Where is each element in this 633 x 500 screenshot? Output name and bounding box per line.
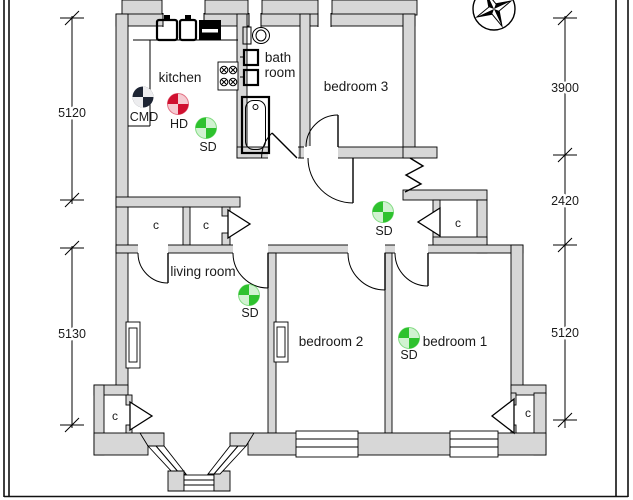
carbon-monoxide-detector-icon <box>132 86 154 108</box>
room-label-kitchen: kitchen <box>159 70 202 85</box>
dimension-left-top <box>60 10 84 208</box>
hd-detector-label: HD <box>170 117 188 131</box>
wash-basin <box>240 48 260 87</box>
sd-detector-label: SD <box>241 306 258 320</box>
toilet <box>242 26 270 45</box>
room-label-bedroom2: bedroom 2 <box>299 334 364 349</box>
bedroom2-window <box>295 430 359 458</box>
bedroom2-radiator-niche <box>273 321 289 363</box>
smoke-detector-icon-kitchen <box>195 117 217 139</box>
living-room-door-arc <box>232 252 269 289</box>
entrance-door <box>404 157 425 193</box>
living-room-radiator-niche <box>125 321 141 369</box>
dimension-value-left-top: 5120 <box>58 106 86 120</box>
sd-detector-label: SD <box>199 140 216 154</box>
closet-label: c <box>153 218 159 232</box>
bathroom-door-arc <box>261 132 273 159</box>
room-label-bedroom3: bedroom 3 <box>324 79 389 94</box>
dimension-left-bottom <box>60 240 84 433</box>
hall-door-arc <box>307 157 354 204</box>
closet-door-arc <box>137 252 169 284</box>
dimensions-layer <box>60 10 577 433</box>
sd-detector-label: SD <box>400 348 417 362</box>
sd-detector-label: SD <box>375 224 392 238</box>
bathtub <box>240 95 271 155</box>
hall-closet-door <box>416 206 441 238</box>
doors-layer <box>129 114 515 435</box>
smoke-detector-icon-hall <box>372 201 394 223</box>
bedroom2-door-arc <box>347 252 386 291</box>
bay-window <box>139 432 255 492</box>
stove <box>199 20 221 40</box>
dimension-value-right-middle: 2420 <box>551 194 579 208</box>
heat-detector-icon <box>167 93 189 115</box>
smoke-detector-icon-bedroom1 <box>398 327 420 349</box>
dimension-value-left-bottom: 5130 <box>58 327 86 341</box>
smoke-detector-icon-living <box>238 284 260 306</box>
closet-label: c <box>525 406 531 420</box>
walls-layer <box>93 0 547 456</box>
closet-label: c <box>203 218 209 232</box>
kitchen-sink <box>155 15 198 42</box>
dimension-value-right-bottom: 5120 <box>551 326 579 340</box>
lobby-closet-door <box>227 208 252 240</box>
north-compass-icon <box>472 0 516 31</box>
closet-label: c <box>112 409 118 423</box>
fixtures-layer <box>128 15 271 155</box>
sw-closet-door <box>129 400 154 432</box>
se-closet-door <box>490 397 515 435</box>
room-label-bedroom1: bedroom 1 <box>423 334 488 349</box>
bedroom1-door-arc <box>394 252 429 287</box>
room-label-living-room: living room <box>170 264 235 279</box>
closet-label: c <box>455 216 461 230</box>
drawing-frame <box>3 0 629 498</box>
bedroom1-window <box>449 430 499 458</box>
cmd-detector-label: CMD <box>130 110 158 124</box>
windows-layer <box>125 321 499 458</box>
labels-layer: kitchen bath room bedroom 3 living room … <box>56 50 582 423</box>
dimension-right <box>553 10 577 428</box>
bedroom3-door-arc <box>305 114 339 148</box>
cooktop-hob <box>217 61 239 91</box>
room-label-bathroom-1: bath <box>265 50 291 65</box>
dimension-value-right-top: 3900 <box>551 81 579 95</box>
room-label-bathroom-2: room <box>265 65 296 80</box>
